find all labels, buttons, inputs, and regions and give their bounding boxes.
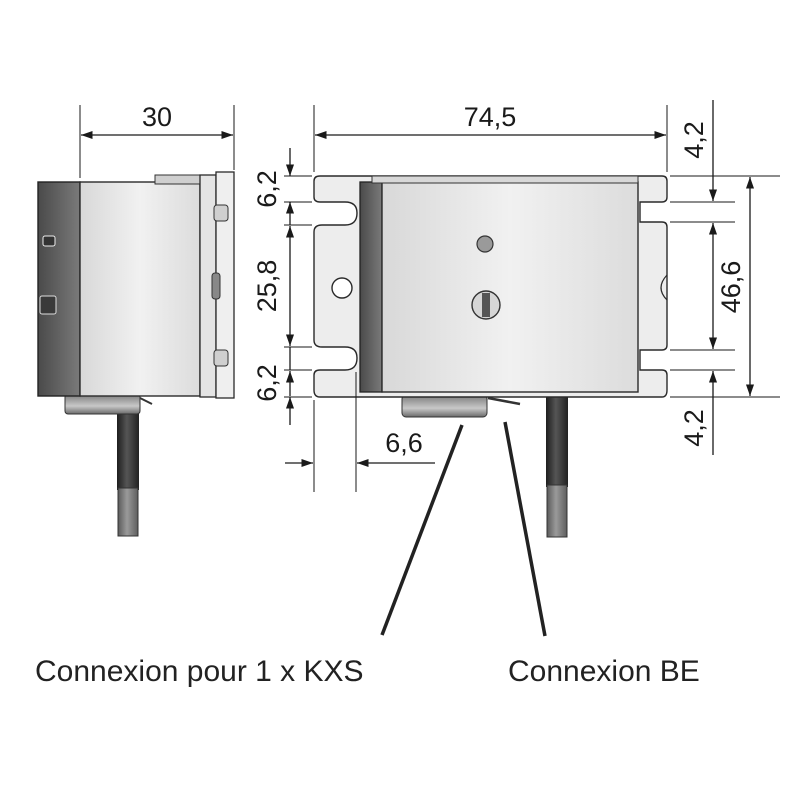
side-wire [139,397,153,405]
callouts: Connexion pour 1 x KXS Connexion BE [35,421,700,688]
side-socket [39,295,57,315]
plate-right-cutout [660,274,668,301]
side-view [37,171,235,537]
side-clip-top [213,204,229,222]
dim-margin-top: 4,2 [679,121,709,159]
dim-height: 46,6 [716,261,746,314]
kxs-connector [401,394,488,418]
front-cable-end [546,484,568,538]
front-view [313,175,668,538]
side-top-lip [154,174,206,185]
dim-margin-bottom: 4,2 [679,409,709,447]
dim-tab-offset: 6,6 [385,428,423,458]
dim-side-width: 30 [142,102,172,132]
led-hole [476,235,494,253]
kxs-leader [380,424,464,636]
side-screw-slot [42,235,56,247]
front-cable [546,395,568,487]
dim-total-width: 74,5 [464,102,517,132]
side-hole [211,272,221,300]
side-connector [64,393,141,415]
label-be-connection: Connexion BE [508,655,700,688]
dimensions: 30 74,5 6,2 25,8 6,2 6,6 [79,100,780,492]
front-body [381,181,639,393]
plate-left-hole [331,277,353,299]
front-end-cap [359,181,383,393]
dim-slot-bottom: 6,2 [252,364,282,402]
front-top-lip [371,175,639,184]
side-end-cap [37,181,81,397]
side-clip-bottom [213,349,229,367]
side-body [79,181,201,397]
be-leader [503,421,547,637]
dim-slot-top: 6,2 [252,170,282,208]
be-wire [487,396,521,406]
label-kxs-connection: Connexion pour 1 x KXS [35,655,364,688]
side-cable [117,395,139,490]
side-cable-end [117,487,139,537]
adjust-screw-slot [482,293,490,317]
dim-slot-spacing: 25,8 [252,260,282,313]
